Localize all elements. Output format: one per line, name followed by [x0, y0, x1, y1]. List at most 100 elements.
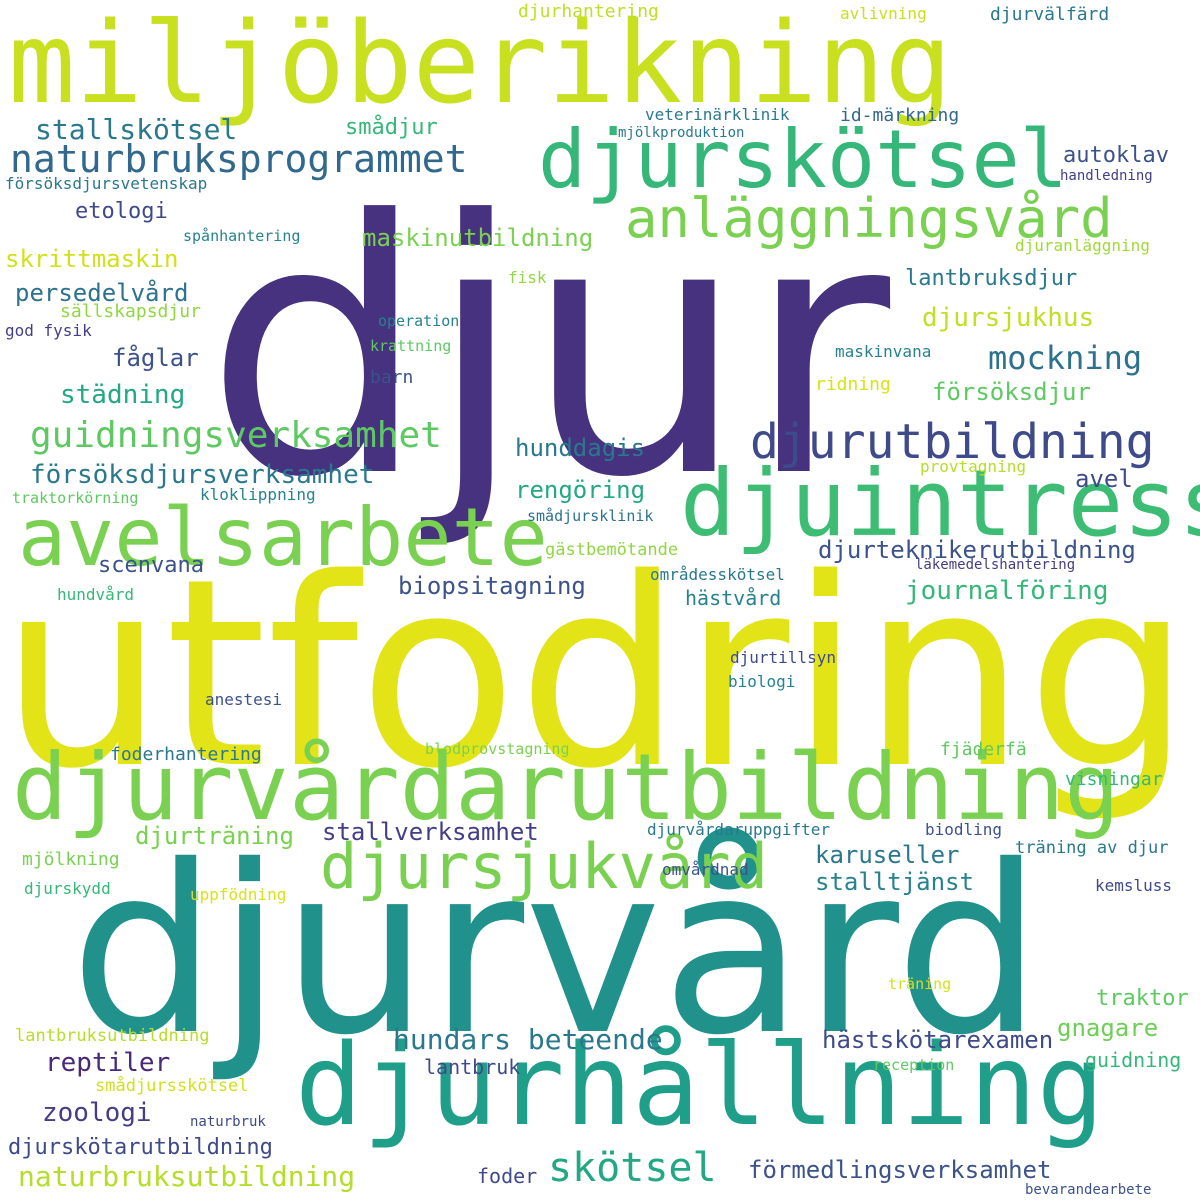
word-avlivning: avlivning: [840, 4, 927, 23]
word-maskinutbildning: maskinutbildning: [362, 224, 594, 252]
word-utfodring: utfodring: [0, 524, 1192, 826]
word-blodprovstagning: blodprovstagning: [425, 740, 570, 758]
word-journalföring: journalföring: [905, 576, 1109, 606]
word-traktorkörning: traktorkörning: [12, 489, 139, 507]
word-guidning: guidning: [1085, 1048, 1182, 1072]
word-naturbruk: naturbruk: [190, 1114, 266, 1130]
word-ridning: ridning: [815, 374, 891, 395]
word-skrittmaskin: skrittmaskin: [5, 245, 179, 273]
word-rengöring: rengöring: [515, 476, 646, 504]
word-reptiler: reptiler: [45, 1048, 171, 1078]
word-djurskötsel: djurskötsel: [538, 113, 1068, 206]
word-försöksdjursverksamhet: försöksdjursverksamhet: [30, 460, 375, 490]
word-hästskötarexamen: hästskötarexamen: [822, 1026, 1054, 1054]
word-foder: foder: [477, 1164, 538, 1188]
word-djurhantering: djurhantering: [518, 1, 659, 22]
word-biologi: biologi: [728, 672, 796, 691]
word-fisk: fisk: [508, 268, 547, 287]
word-spånhantering: spånhantering: [183, 227, 301, 245]
word-djursjukvård: djursjukvård: [320, 830, 768, 903]
word-djurskydd: djurskydd: [24, 879, 111, 898]
word-stallskötsel: stallskötsel: [35, 113, 238, 146]
word-bevarandearbete: bevarandearbete: [1025, 1182, 1152, 1198]
word-hundars-beteende: hundars beteende: [393, 1023, 663, 1056]
word-träning: träning: [888, 975, 952, 993]
word-djurskötarutbildning: djurskötarutbildning: [8, 1135, 273, 1160]
word-stallverksamhet: stallverksamhet: [322, 818, 539, 846]
word-områdesskötsel: områdesskötsel: [650, 565, 785, 584]
word-naturbruksprogrammet: naturbruksprogrammet: [10, 137, 468, 181]
word-smådjursskötsel: smådjursskötsel: [95, 1076, 249, 1096]
word-anläggningsvård: anläggningsvård: [625, 187, 1113, 250]
word-djurhållning: djurhållning: [295, 1021, 1105, 1151]
word-omvårdnad: omvårdnad: [662, 860, 749, 879]
word-karuseller: karuseller: [815, 841, 960, 869]
word-handledning: handledning: [1060, 168, 1153, 184]
word-djursjukhus: djursjukhus: [922, 303, 1095, 333]
word-krattning: krattning: [370, 337, 452, 355]
word-smådjursklinik: smådjursklinik: [527, 507, 654, 525]
word-försöksdjursvetenskap: försöksdjursvetenskap: [5, 174, 208, 193]
word-lantbruksutbildning: lantbruksutbildning: [15, 1026, 210, 1046]
word-djurtillsyn: djurtillsyn: [730, 648, 836, 667]
word-id-märkning: id-märkning: [840, 105, 960, 126]
word-försöksdjur: försöksdjur: [932, 378, 1091, 406]
word-stalltjänst: stalltjänst: [815, 868, 974, 896]
word-hunddagis: hunddagis: [515, 434, 646, 462]
word-gnagare: gnagare: [1057, 1014, 1159, 1042]
word-uppfödning: uppfödning: [190, 885, 287, 904]
word-etologi: etologi: [75, 199, 168, 224]
word-fåglar: fåglar: [112, 344, 199, 372]
word-kloklippning: kloklippning: [200, 485, 316, 504]
word-traktor: traktor: [1096, 986, 1189, 1011]
word-fjäderfä: fjäderfä: [940, 739, 1027, 760]
word-djur: djur: [205, 146, 891, 554]
word-operation: operation: [378, 312, 460, 330]
word-god-fysik: god fysik: [5, 321, 92, 340]
word-djurvälfärd: djurvälfärd: [990, 4, 1110, 25]
word-lantbruksdjur: lantbruksdjur: [905, 266, 1078, 291]
word-hästvård: hästvård: [685, 586, 782, 610]
word-persedelvård: persedelvård: [15, 279, 189, 307]
word-guidningsverksamhet: guidningsverksamhet: [30, 415, 442, 456]
word-avel: avel: [1075, 465, 1133, 493]
word-djurvård: djurvård: [70, 816, 1043, 1086]
word-miljöberikning: miljöberikning: [8, 0, 953, 129]
word-veterinärklinik: veterinärklinik: [645, 105, 790, 124]
word-hundvård: hundvård: [57, 585, 135, 604]
word-zoologi: zoologi: [42, 1098, 152, 1128]
word-mjölkning: mjölkning: [22, 849, 120, 870]
word-anestesi: anestesi: [205, 690, 283, 709]
word-träning-av-djur: träning av djur: [1015, 838, 1169, 858]
word-maskinvana: maskinvana: [835, 342, 932, 361]
word-gästbemötande: gästbemötande: [545, 540, 679, 560]
word-städning: städning: [60, 380, 186, 410]
word-läkemedelshantering: läkemedelshantering: [915, 557, 1076, 573]
word-foderhantering: foderhantering: [110, 744, 262, 765]
word-reception: reception: [873, 1056, 955, 1074]
word-naturbruksutbildning: naturbruksutbildning: [18, 1160, 356, 1193]
word-skötsel: skötsel: [548, 1145, 717, 1191]
word-kemsluss: kemsluss: [1095, 876, 1173, 895]
word-scenvana: scenvana: [98, 553, 204, 578]
word-förmedlingsverksamhet: förmedlingsverksamhet: [748, 1156, 1052, 1184]
word-provtagning: provtagning: [920, 457, 1026, 476]
word-smådjur: smådjur: [345, 115, 438, 140]
word-djuranläggning: djuranläggning: [1015, 236, 1150, 255]
word-sällskapsdjur: sällskapsdjur: [60, 301, 201, 322]
word-djuintresse: djuintresse: [680, 450, 1200, 557]
word-avelsarbete: avelsarbete: [18, 491, 548, 584]
word-lantbruk: lantbruk: [424, 1055, 521, 1079]
word-djurutbildning: djurutbildning: [750, 414, 1155, 470]
word-biodling: biodling: [925, 820, 1003, 839]
word-djurvårdarutbildning: djurvårdarutbildning: [12, 734, 1120, 841]
word-biopsitagning: biopsitagning: [398, 572, 586, 600]
word-mjölkproduktion: mjölkproduktion: [618, 125, 745, 141]
word-barn: barn: [370, 367, 414, 388]
word-mockning: mockning: [988, 339, 1143, 377]
word-visningar: visningar: [1065, 769, 1163, 790]
word-djurvårdaruppgifter: djurvårdaruppgifter: [647, 820, 831, 839]
word-djurträning: djurträning: [135, 822, 294, 850]
word-autoklav: autoklav: [1063, 143, 1169, 168]
